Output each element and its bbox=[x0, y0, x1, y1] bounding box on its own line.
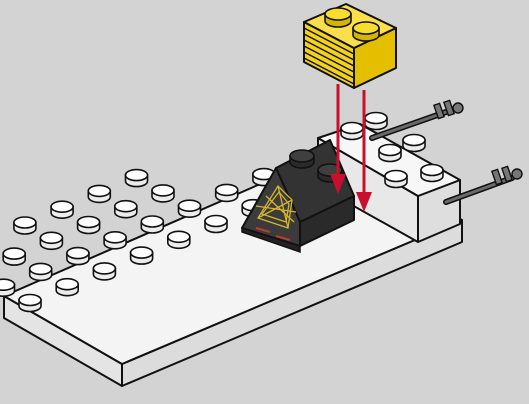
support-stud bbox=[385, 171, 407, 188]
baseplate-stud bbox=[115, 201, 137, 218]
baseplate-stud bbox=[104, 232, 126, 249]
baseplate-stud bbox=[67, 248, 89, 265]
baseplate-stud bbox=[126, 170, 148, 187]
support-stud bbox=[403, 135, 425, 152]
baseplate-stud bbox=[168, 231, 190, 248]
baseplate-stud bbox=[56, 279, 78, 296]
baseplate-stud bbox=[88, 185, 110, 202]
support-stud bbox=[379, 145, 401, 162]
yellow-stud bbox=[325, 8, 351, 27]
baseplate-stud bbox=[78, 217, 100, 234]
baseplate-stud bbox=[93, 263, 115, 280]
baseplate-stud bbox=[40, 232, 62, 249]
baseplate-stud bbox=[51, 201, 73, 218]
baseplate-stud bbox=[141, 216, 163, 233]
baseplate-stud bbox=[30, 263, 52, 280]
baseplate-stud bbox=[3, 248, 25, 265]
baseplate-stud bbox=[152, 185, 174, 202]
baseplate-stud bbox=[216, 184, 238, 201]
baseplate-stud bbox=[19, 295, 41, 312]
yellow-stud bbox=[353, 22, 379, 41]
baseplate-stud bbox=[14, 217, 36, 234]
baseplate-stud bbox=[205, 216, 227, 233]
baseplate-stud bbox=[0, 279, 15, 296]
baseplate-stud bbox=[131, 247, 153, 264]
support-stud bbox=[341, 123, 363, 140]
baseplate-stud bbox=[179, 200, 201, 217]
slope-stud bbox=[290, 150, 314, 168]
support-stud bbox=[421, 165, 443, 182]
support-stud bbox=[365, 113, 387, 130]
